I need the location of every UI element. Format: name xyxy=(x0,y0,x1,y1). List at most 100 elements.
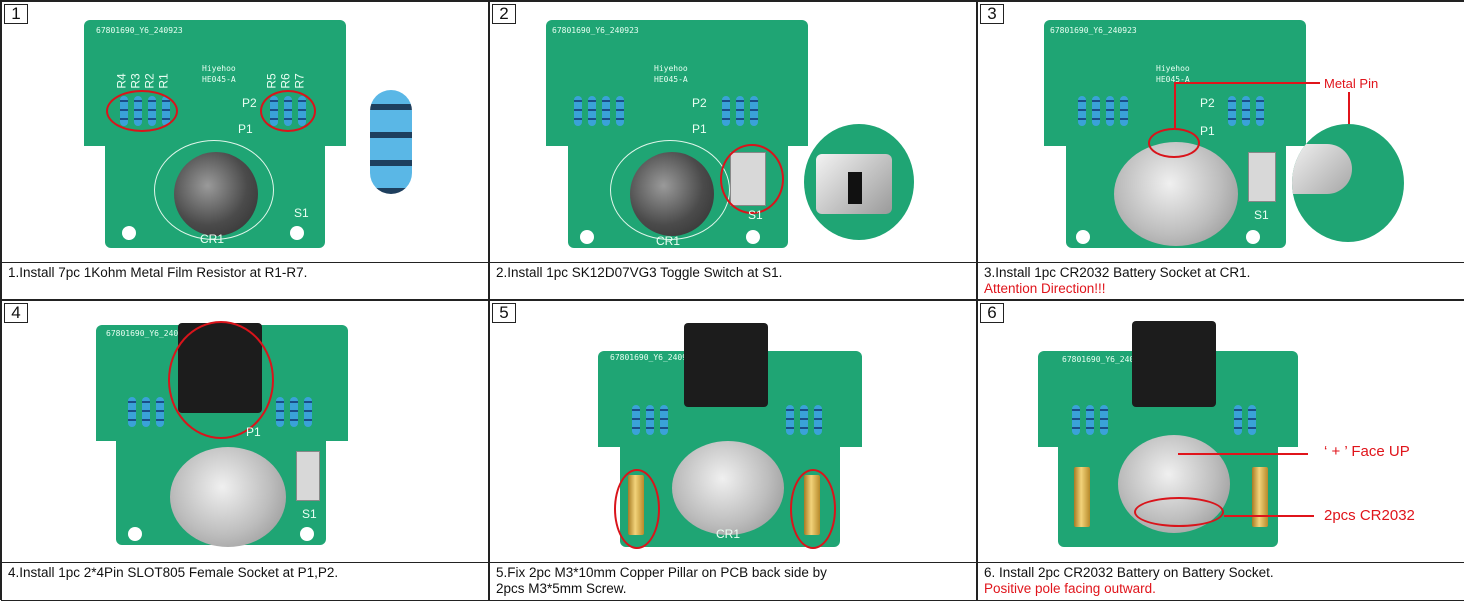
caption-text: 1.Install 7pc 1Kohm Metal Film Resistor … xyxy=(8,265,308,280)
label-cr1: CR1 xyxy=(716,527,741,541)
resistor xyxy=(750,96,758,126)
resistor xyxy=(786,405,794,435)
label-p1: P1 xyxy=(692,122,707,136)
mount-hole xyxy=(1076,230,1090,244)
model-label: HE045-A xyxy=(654,75,688,84)
resistor xyxy=(616,96,624,126)
resistor xyxy=(588,96,596,126)
battery-socket xyxy=(1114,142,1238,246)
label-p2: P2 xyxy=(242,96,257,110)
step-number: 1 xyxy=(4,4,28,24)
label-s1: S1 xyxy=(1254,208,1269,222)
highlight-circle xyxy=(720,144,784,214)
caption-warning: Attention Direction!!! xyxy=(984,281,1106,296)
female-socket xyxy=(684,323,768,407)
step-5-panel: 67801690_Y6_240923 CR1 5 5.Fix 2pc M3*10… xyxy=(489,300,977,601)
battery-socket xyxy=(170,447,286,547)
label-p1: P1 xyxy=(238,122,253,136)
pointer-line xyxy=(1174,82,1320,84)
label-r2: R2 xyxy=(142,73,157,89)
resistor xyxy=(1106,96,1114,126)
female-socket xyxy=(1132,321,1216,407)
step-3-photo: 67801690_Y6_240923 Hiyehoo HE045-A P2 P1… xyxy=(978,2,1464,262)
step-caption: 6. Install 2pc CR2032 Battery on Battery… xyxy=(978,562,1464,600)
step-number: 2 xyxy=(492,4,516,24)
resistor xyxy=(660,405,668,435)
copper-pillar xyxy=(1252,467,1268,527)
resistor-closeup xyxy=(370,90,412,194)
step-4-photo: 67801690_Y6_240923 P1 S1 xyxy=(2,301,488,562)
step-2-photo: 67801690_Y6_240923 Hiyehoo HE045-A P2 P1… xyxy=(490,2,976,262)
copper-pillar xyxy=(1074,467,1090,527)
resistor xyxy=(1078,96,1086,126)
model-label: HE045-A xyxy=(202,75,236,84)
label-p2: P2 xyxy=(692,96,707,110)
battery-outline xyxy=(154,140,274,240)
step-number: 5 xyxy=(492,303,516,323)
highlight-circle xyxy=(260,90,316,132)
caption-text: 5.Fix 2pc M3*10mm Copper Pillar on PCB b… xyxy=(496,565,827,580)
board-id: 67801690_Y6_240923 xyxy=(552,26,639,35)
label-cr1: CR1 xyxy=(200,232,225,246)
resistor xyxy=(1256,96,1264,126)
switch-closeup xyxy=(804,124,914,240)
face-up-label: ‘ + ’ Face UP xyxy=(1324,443,1410,460)
mount-hole xyxy=(580,230,594,244)
toggle-switch xyxy=(1248,152,1276,202)
two-batteries-label: 2pcs CR2032 xyxy=(1324,507,1415,524)
label-r4: R4 xyxy=(114,73,129,89)
resistor xyxy=(574,96,582,126)
highlight-circle xyxy=(106,90,178,132)
resistor xyxy=(290,397,298,427)
resistor xyxy=(1086,405,1094,435)
battery-pad xyxy=(630,152,714,236)
board-id: 67801690_Y6_240923 xyxy=(1062,355,1149,364)
label-r5: R5 xyxy=(264,73,279,89)
resistor xyxy=(800,405,808,435)
label-r7: R7 xyxy=(292,73,307,89)
toggle-switch xyxy=(296,451,320,501)
mount-hole xyxy=(128,527,142,541)
resistor xyxy=(632,405,640,435)
step-number: 6 xyxy=(980,303,1004,323)
label-r3: R3 xyxy=(128,73,143,89)
step-caption: 3.Install 1pc CR2032 Battery Socket at C… xyxy=(978,262,1464,299)
step-1-photo: 67801690_Y6_240923 R4 R3 R2 R1 Hiyehoo H… xyxy=(2,2,488,262)
pointer-line xyxy=(1178,453,1308,455)
caption-text: 3.Install 1pc CR2032 Battery Socket at C… xyxy=(984,265,1251,280)
highlight-circle xyxy=(790,469,836,549)
resistor xyxy=(1228,96,1236,126)
pointer-line xyxy=(1174,82,1176,130)
caption-text: 6. Install 2pc CR2032 Battery on Battery… xyxy=(984,565,1274,580)
label-s1: S1 xyxy=(302,507,317,521)
label-p2: P2 xyxy=(1200,96,1215,110)
pointer-line xyxy=(1224,515,1314,517)
step-caption: 4.Install 1pc 2*4Pin SLOT805 Female Sock… xyxy=(2,562,488,600)
mount-hole xyxy=(746,230,760,244)
pin-closeup xyxy=(1292,124,1404,242)
board-id: 67801690_Y6_240923 xyxy=(106,329,193,338)
resistor xyxy=(1248,405,1256,435)
caption-warning: Positive pole facing outward. xyxy=(984,581,1156,596)
step-number: 3 xyxy=(980,4,1004,24)
caption-text: 2.Install 1pc SK12D07VG3 Toggle Switch a… xyxy=(496,265,783,280)
label-s1: S1 xyxy=(294,206,309,220)
step-caption: 2.Install 1pc SK12D07VG3 Toggle Switch a… xyxy=(490,262,976,299)
resistor xyxy=(1092,96,1100,126)
resistor xyxy=(1120,96,1128,126)
resistor xyxy=(1234,405,1242,435)
metal-pin-label: Metal Pin xyxy=(1324,76,1379,91)
resistor xyxy=(128,397,136,427)
highlight-circle xyxy=(168,321,274,439)
resistor xyxy=(646,405,654,435)
label-p1: P1 xyxy=(1200,124,1215,138)
brand-label: Hiyehoo xyxy=(654,64,688,73)
model-label: HE045-A xyxy=(1156,75,1190,84)
step-number: 4 xyxy=(4,303,28,323)
highlight-circle xyxy=(614,469,660,549)
mount-hole xyxy=(290,226,304,240)
board-id: 67801690_Y6_240923 xyxy=(610,353,697,362)
highlight-circle xyxy=(1148,128,1200,158)
resistor xyxy=(304,397,312,427)
resistor xyxy=(1242,96,1250,126)
